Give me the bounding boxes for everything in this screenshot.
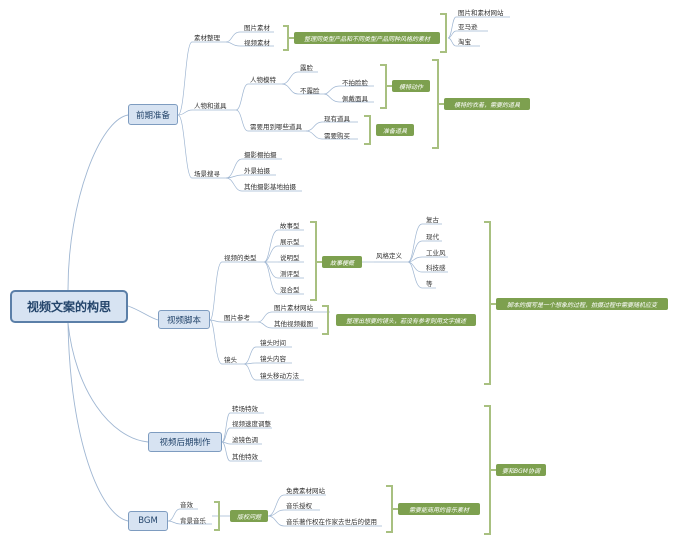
node-bg-music[interactable]: 背景音乐 [180, 517, 206, 525]
node-style-4[interactable]: 等 [426, 280, 433, 288]
node-outdoor[interactable]: 外景拍摄 [244, 167, 270, 175]
node-type-0[interactable]: 故事型 [280, 222, 300, 230]
node-type-1[interactable]: 展示型 [280, 238, 300, 246]
node-no-face[interactable]: 不露脸 [300, 87, 320, 95]
node-vid-material[interactable]: 视频素材 [244, 39, 270, 47]
node-material[interactable]: 素材整理 [194, 34, 220, 42]
node-shot-1[interactable]: 镜头内容 [260, 355, 286, 363]
node-video-types[interactable]: 视频的类型 [224, 254, 257, 262]
node-pic-ref[interactable]: 图片参考 [224, 314, 250, 322]
node-style-0[interactable]: 复古 [426, 216, 439, 224]
node-scene[interactable]: 场景搜寻 [194, 170, 220, 178]
node-post-2[interactable]: 滤镜色调 [232, 436, 258, 444]
node-shot-0[interactable]: 镜头时间 [260, 339, 286, 347]
node-site-1[interactable]: 亚马逊 [458, 23, 478, 31]
note-post[interactable]: 要和BGM协调 [496, 464, 546, 476]
node-model[interactable]: 人物模特 [250, 76, 276, 84]
node-post-3[interactable]: 其他特效 [232, 453, 258, 461]
note-ref[interactable]: 整理出想要的镜头，若没有参考则用文字描述 [336, 314, 476, 326]
node-site-0[interactable]: 图片和素材网站 [458, 9, 504, 17]
node-post-1[interactable]: 视频速度调整 [232, 420, 271, 428]
node-wear-mask[interactable]: 佩戴面具 [342, 95, 368, 103]
node-existing-props[interactable]: 现有道具 [324, 115, 350, 123]
node-ref-0[interactable]: 图片素材网站 [274, 304, 313, 312]
branch-prep[interactable]: 前期准备 [128, 104, 178, 125]
node-buy-props[interactable]: 需要购买 [324, 132, 350, 140]
node-style[interactable]: 风格定义 [376, 252, 402, 260]
node-type-2[interactable]: 说明型 [280, 254, 300, 262]
note-people[interactable]: 模特的衣着，需要的道具 [444, 98, 530, 110]
note-copyright[interactable]: 版权问题 [230, 510, 268, 522]
note-material[interactable]: 整理同类型产品和不同类型产品同种风格的素材 [294, 32, 440, 44]
node-sfx[interactable]: 音效 [180, 501, 193, 509]
root-topic[interactable]: 视频文案的构思 [10, 290, 128, 323]
node-props[interactable]: 需要用到哪些道具 [250, 123, 302, 131]
node-shot[interactable]: 镜头 [224, 356, 237, 364]
note-props[interactable]: 准备道具 [376, 124, 414, 136]
node-show-face[interactable]: 露脸 [300, 64, 313, 72]
node-other-base[interactable]: 其他摄影基地拍摄 [244, 183, 296, 191]
branch-bgm[interactable]: BGM [128, 511, 168, 531]
node-bgm-0[interactable]: 免费素材网站 [286, 487, 325, 495]
node-style-3[interactable]: 科技感 [426, 264, 446, 272]
note-story[interactable]: 故事梗概 [322, 256, 362, 268]
node-people[interactable]: 人物和道具 [194, 102, 227, 110]
node-shot-2[interactable]: 镜头移动方法 [260, 372, 299, 380]
node-type-4[interactable]: 混合型 [280, 286, 300, 294]
node-pic-material[interactable]: 图片素材 [244, 24, 270, 32]
note-bgm[interactable]: 需要能商用的音乐素材 [398, 503, 480, 515]
note-script[interactable]: 脚本的撰写是一个想象的过程，拍摄过程中需要随机应变 [496, 298, 668, 310]
node-style-2[interactable]: 工业风 [426, 249, 446, 257]
branch-post[interactable]: 视频后期制作 [148, 432, 222, 452]
node-studio[interactable]: 摄影棚拍摄 [244, 151, 277, 159]
node-bgm-1[interactable]: 音乐授权 [286, 502, 312, 510]
note-model[interactable]: 模特动作 [392, 80, 430, 92]
branch-script[interactable]: 视频脚本 [158, 310, 210, 329]
node-post-0[interactable]: 转场特效 [232, 405, 258, 413]
node-ref-1[interactable]: 其他视频截图 [274, 320, 313, 328]
node-type-3[interactable]: 测评型 [280, 270, 300, 278]
node-site-2[interactable]: 淘宝 [458, 38, 471, 46]
node-style-1[interactable]: 现代 [426, 233, 439, 241]
node-no-photo-face[interactable]: 不拍脸脸 [342, 79, 368, 87]
node-bgm-2[interactable]: 音乐著作权在作家去世后的使用 [286, 518, 377, 526]
